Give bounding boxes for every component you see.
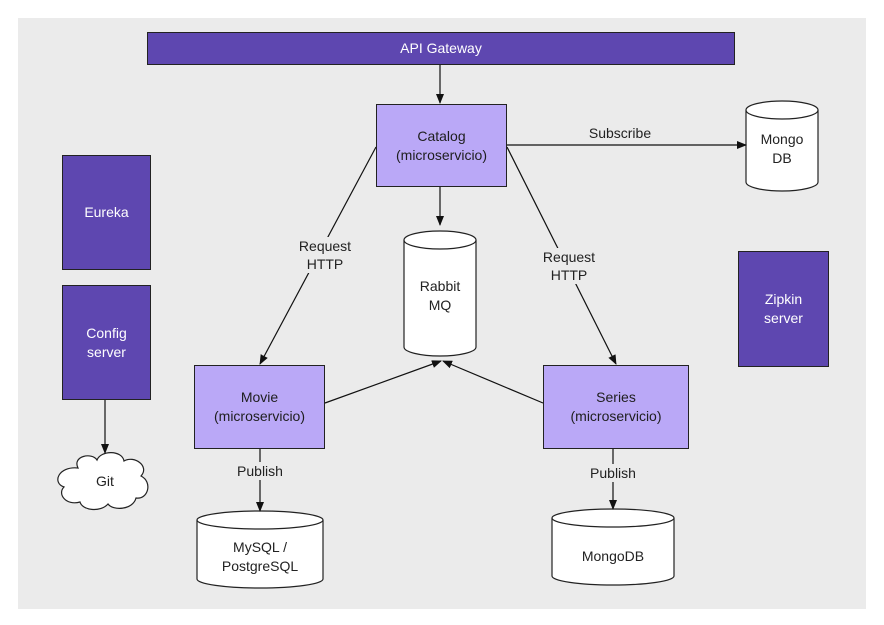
api-gateway-box: API Gateway (147, 32, 735, 65)
request-http-right-label: Request HTTP (529, 248, 609, 284)
catalog-service-box: Catalog (microservicio) (376, 104, 507, 187)
request-http-left-label: Request HTTP (285, 237, 365, 273)
zipkin-server-box: Zipkin server (738, 251, 829, 367)
rabbit-mq-cylinder (403, 230, 477, 357)
mongo-db-top-cylinder (745, 100, 819, 192)
git-label: Git (96, 473, 114, 489)
series-to-rabbit-arrow (442, 360, 544, 404)
mysql-postgresql-cylinder (196, 510, 324, 589)
rabbit-mq-label: Rabbit MQ (419, 278, 461, 313)
mongodb-bottom-cylinder (551, 508, 675, 586)
series-service-box: Series (microservicio) (543, 365, 689, 449)
mongodb-bottom-label: MongoDB (581, 548, 645, 564)
movie-to-rabbit-arrow (324, 360, 442, 404)
config-server-box: Config server (62, 285, 151, 400)
movie-service-box: Movie (microservicio) (194, 365, 325, 449)
publish-left-label: Publish (220, 462, 300, 480)
publish-right-label: Publish (573, 464, 653, 482)
eureka-box: Eureka (62, 155, 151, 270)
subscribe-edge-label: Subscribe (588, 125, 652, 141)
mongo-db-top-label: Mongo DB (760, 131, 804, 166)
mysql-postgresql-label: MySQL / PostgreSQL (221, 539, 299, 574)
